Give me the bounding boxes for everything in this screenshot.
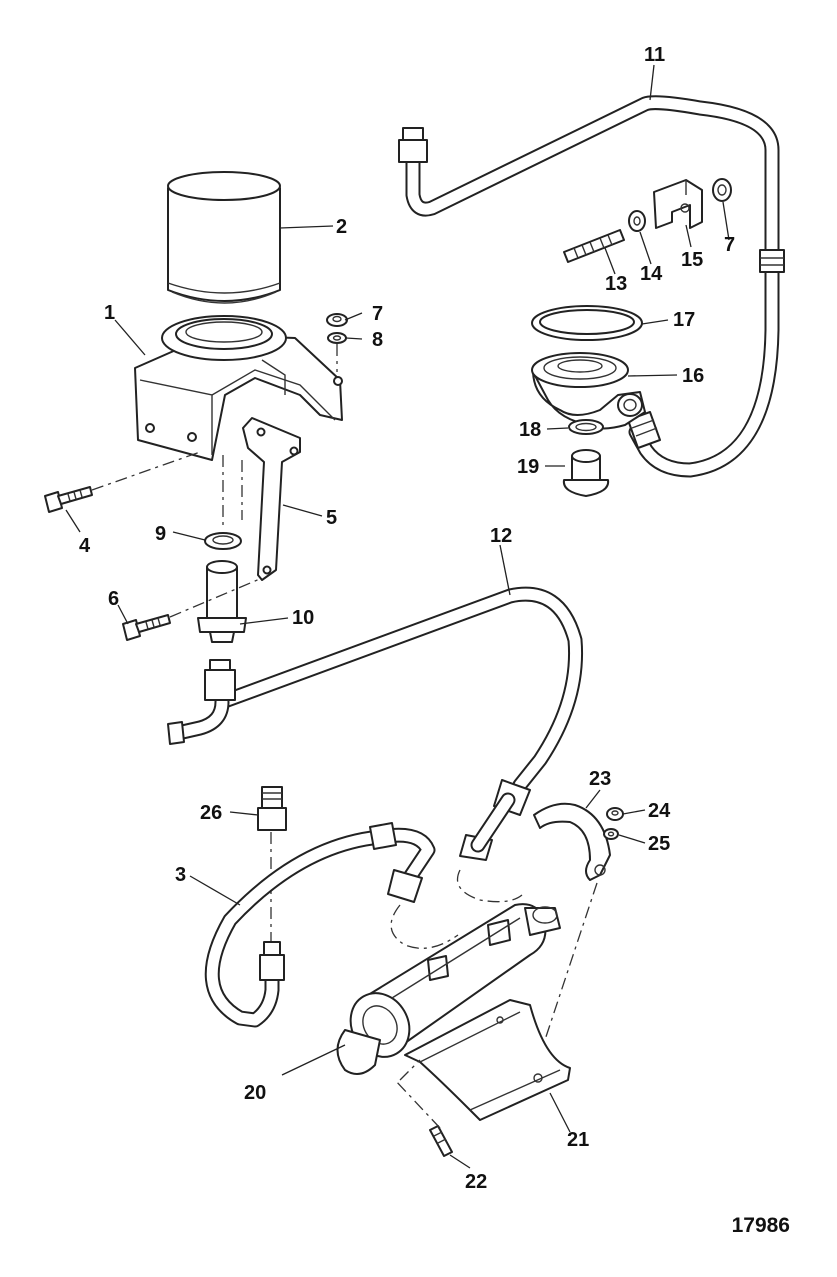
filter-head-16	[531, 352, 646, 430]
callout-3: 3	[175, 864, 186, 886]
sealing-washer-9	[204, 532, 242, 550]
fitting-19	[562, 449, 610, 497]
callout-16: 16	[682, 365, 704, 387]
callout-9: 9	[155, 523, 166, 545]
nut-left	[326, 313, 348, 327]
callout-21: 21	[567, 1129, 589, 1151]
washer-14	[628, 210, 646, 232]
filter-cartridge	[167, 171, 281, 304]
callout-22: 22	[465, 1171, 487, 1193]
callout-4: 4	[79, 535, 91, 557]
callout-6: 6	[108, 588, 119, 610]
callout-15: 15	[681, 249, 703, 271]
washer-25	[603, 828, 619, 840]
fitting-26	[257, 786, 287, 831]
nut-24	[606, 807, 624, 821]
hose-3	[204, 822, 436, 1028]
bolt-6	[122, 614, 171, 641]
callout-7-right: 7	[724, 234, 735, 256]
hose-12	[167, 586, 584, 861]
figure-number: 17986	[732, 1214, 790, 1237]
callout-19: 19	[517, 456, 539, 478]
cooler-20	[336, 903, 561, 1075]
cooler-mount-21	[404, 999, 571, 1121]
callout-8: 8	[372, 329, 383, 351]
leader-lines	[65, 64, 730, 1169]
adapter-fitting-10	[197, 560, 247, 643]
callout-17: 17	[673, 309, 695, 331]
callout-13: 13	[605, 273, 627, 295]
callout-26: 26	[200, 802, 222, 824]
filter-mount-bracket	[134, 315, 343, 461]
hose-11	[398, 95, 785, 478]
clamp-23	[533, 802, 611, 881]
screw-22	[429, 1125, 453, 1157]
o-ring-18	[568, 419, 604, 435]
support-bracket	[242, 417, 301, 581]
callout-20: 20	[244, 1082, 266, 1104]
callout-11: 11	[644, 44, 665, 66]
callout-10: 10	[292, 607, 314, 629]
nut-right	[712, 178, 732, 202]
callout-2: 2	[336, 216, 347, 238]
callout-7-left: 7	[372, 303, 383, 325]
o-ring-17	[531, 305, 643, 341]
callout-18: 18	[519, 419, 541, 441]
hose-clamp-15	[653, 179, 703, 229]
callout-24: 24	[648, 800, 671, 822]
callout-25: 25	[648, 833, 670, 855]
callout-1: 1	[104, 302, 115, 324]
callout-14: 14	[640, 263, 663, 285]
stud-13	[563, 229, 625, 263]
callout-labels: 2 1 7 8 4 5 9 6 10 11 12 13 14 15 7 17 1…	[79, 44, 735, 1193]
callout-23: 23	[589, 768, 611, 790]
callout-12: 12	[490, 525, 512, 547]
bolt-4	[44, 486, 93, 513]
callout-5: 5	[326, 507, 337, 529]
washer-left	[327, 332, 347, 344]
